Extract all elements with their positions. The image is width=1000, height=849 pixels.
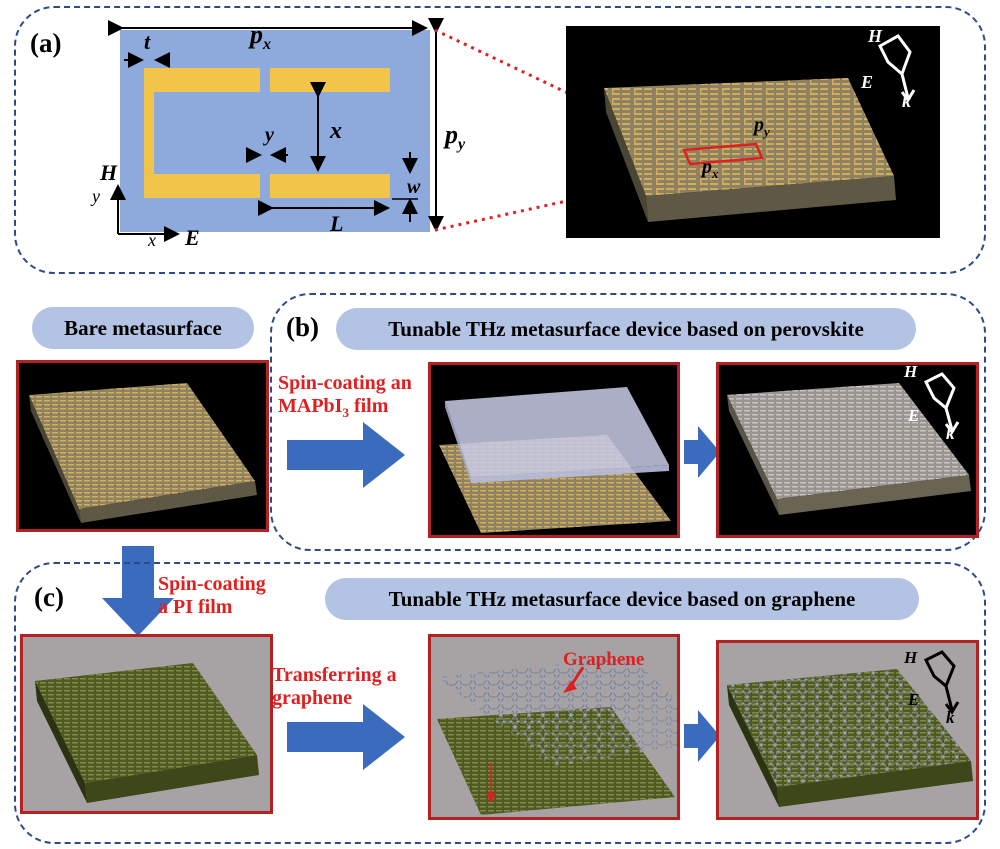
gold-bar-bottom-left	[144, 174, 260, 198]
panel-c-title: Tunable THz metasurface device based on …	[325, 578, 919, 620]
axis-x: x	[148, 230, 156, 250]
step-spin-coat-pi: Spin-coating a PI film	[158, 573, 266, 618]
gold-bar-bottom-right	[270, 174, 390, 198]
step-transfer-graphene: Transferring a graphene	[272, 664, 397, 709]
gold-bar-top-left	[146, 68, 260, 92]
icon-b-H: H	[904, 362, 918, 381]
dim-t: t	[144, 29, 151, 54]
em-field-icon-b	[906, 366, 972, 442]
bare-metasurface-label: Bare metasurface	[32, 307, 254, 349]
em-field-icon-c	[906, 644, 972, 722]
unit-cell-diagram	[80, 10, 480, 260]
graphene-label: Graphene	[563, 649, 645, 670]
gold-bar-vertical	[144, 68, 154, 198]
panel-b	[270, 293, 986, 551]
inset-E-label: E	[861, 72, 874, 92]
flow-arrow-b1	[287, 422, 407, 488]
icon-b-E: E	[908, 406, 920, 425]
unit-cell-substrate	[120, 30, 430, 232]
graphene-transfer-render	[428, 634, 680, 820]
axis-E: E	[185, 225, 200, 250]
dim-L: L	[330, 211, 344, 236]
dim-py: py	[445, 120, 466, 154]
perovskite-device-render	[716, 362, 979, 538]
perovskite-film-coating-render	[428, 362, 680, 538]
dim-px: px	[250, 20, 271, 54]
em-field-icon-a	[858, 28, 928, 108]
axis-H: H	[100, 160, 118, 185]
flow-arrow-down	[100, 546, 176, 638]
step-spin-coat-mapbi3: Spin-coating an MAPbI3 film	[278, 372, 412, 420]
dim-y: y	[265, 124, 274, 146]
panel-b-title: Tunable THz metasurface device based on …	[336, 308, 916, 350]
panel-c-tag: (c)	[34, 582, 64, 612]
dim-x: x	[330, 118, 342, 144]
bare-metasurface-render	[16, 360, 269, 532]
icon-c-k: k	[946, 708, 955, 727]
inset-k-label: k	[902, 91, 911, 111]
panel-a	[14, 6, 986, 274]
icon-c-E: E	[908, 690, 920, 709]
icon-b-k: k	[946, 424, 955, 443]
flow-arrow-b2	[684, 426, 720, 478]
flow-arrow-c2	[684, 710, 720, 762]
inset-py-label: py	[754, 114, 770, 139]
panel-b-tag: (b)	[286, 312, 319, 342]
inset-H-label: H	[868, 26, 883, 46]
gold-bar-top-right	[270, 68, 390, 92]
inset-px-label: px	[702, 156, 719, 181]
icon-c-H: H	[904, 648, 918, 667]
metasurface-render-large	[566, 26, 940, 238]
graphene-device-render	[716, 640, 979, 820]
panel-a-tag: (a)	[30, 28, 62, 58]
axis-y: y	[92, 186, 100, 206]
panel-c	[14, 562, 986, 844]
flow-arrow-c1	[287, 704, 407, 770]
dim-w: w	[407, 176, 421, 198]
pi-film-render	[20, 634, 273, 814]
